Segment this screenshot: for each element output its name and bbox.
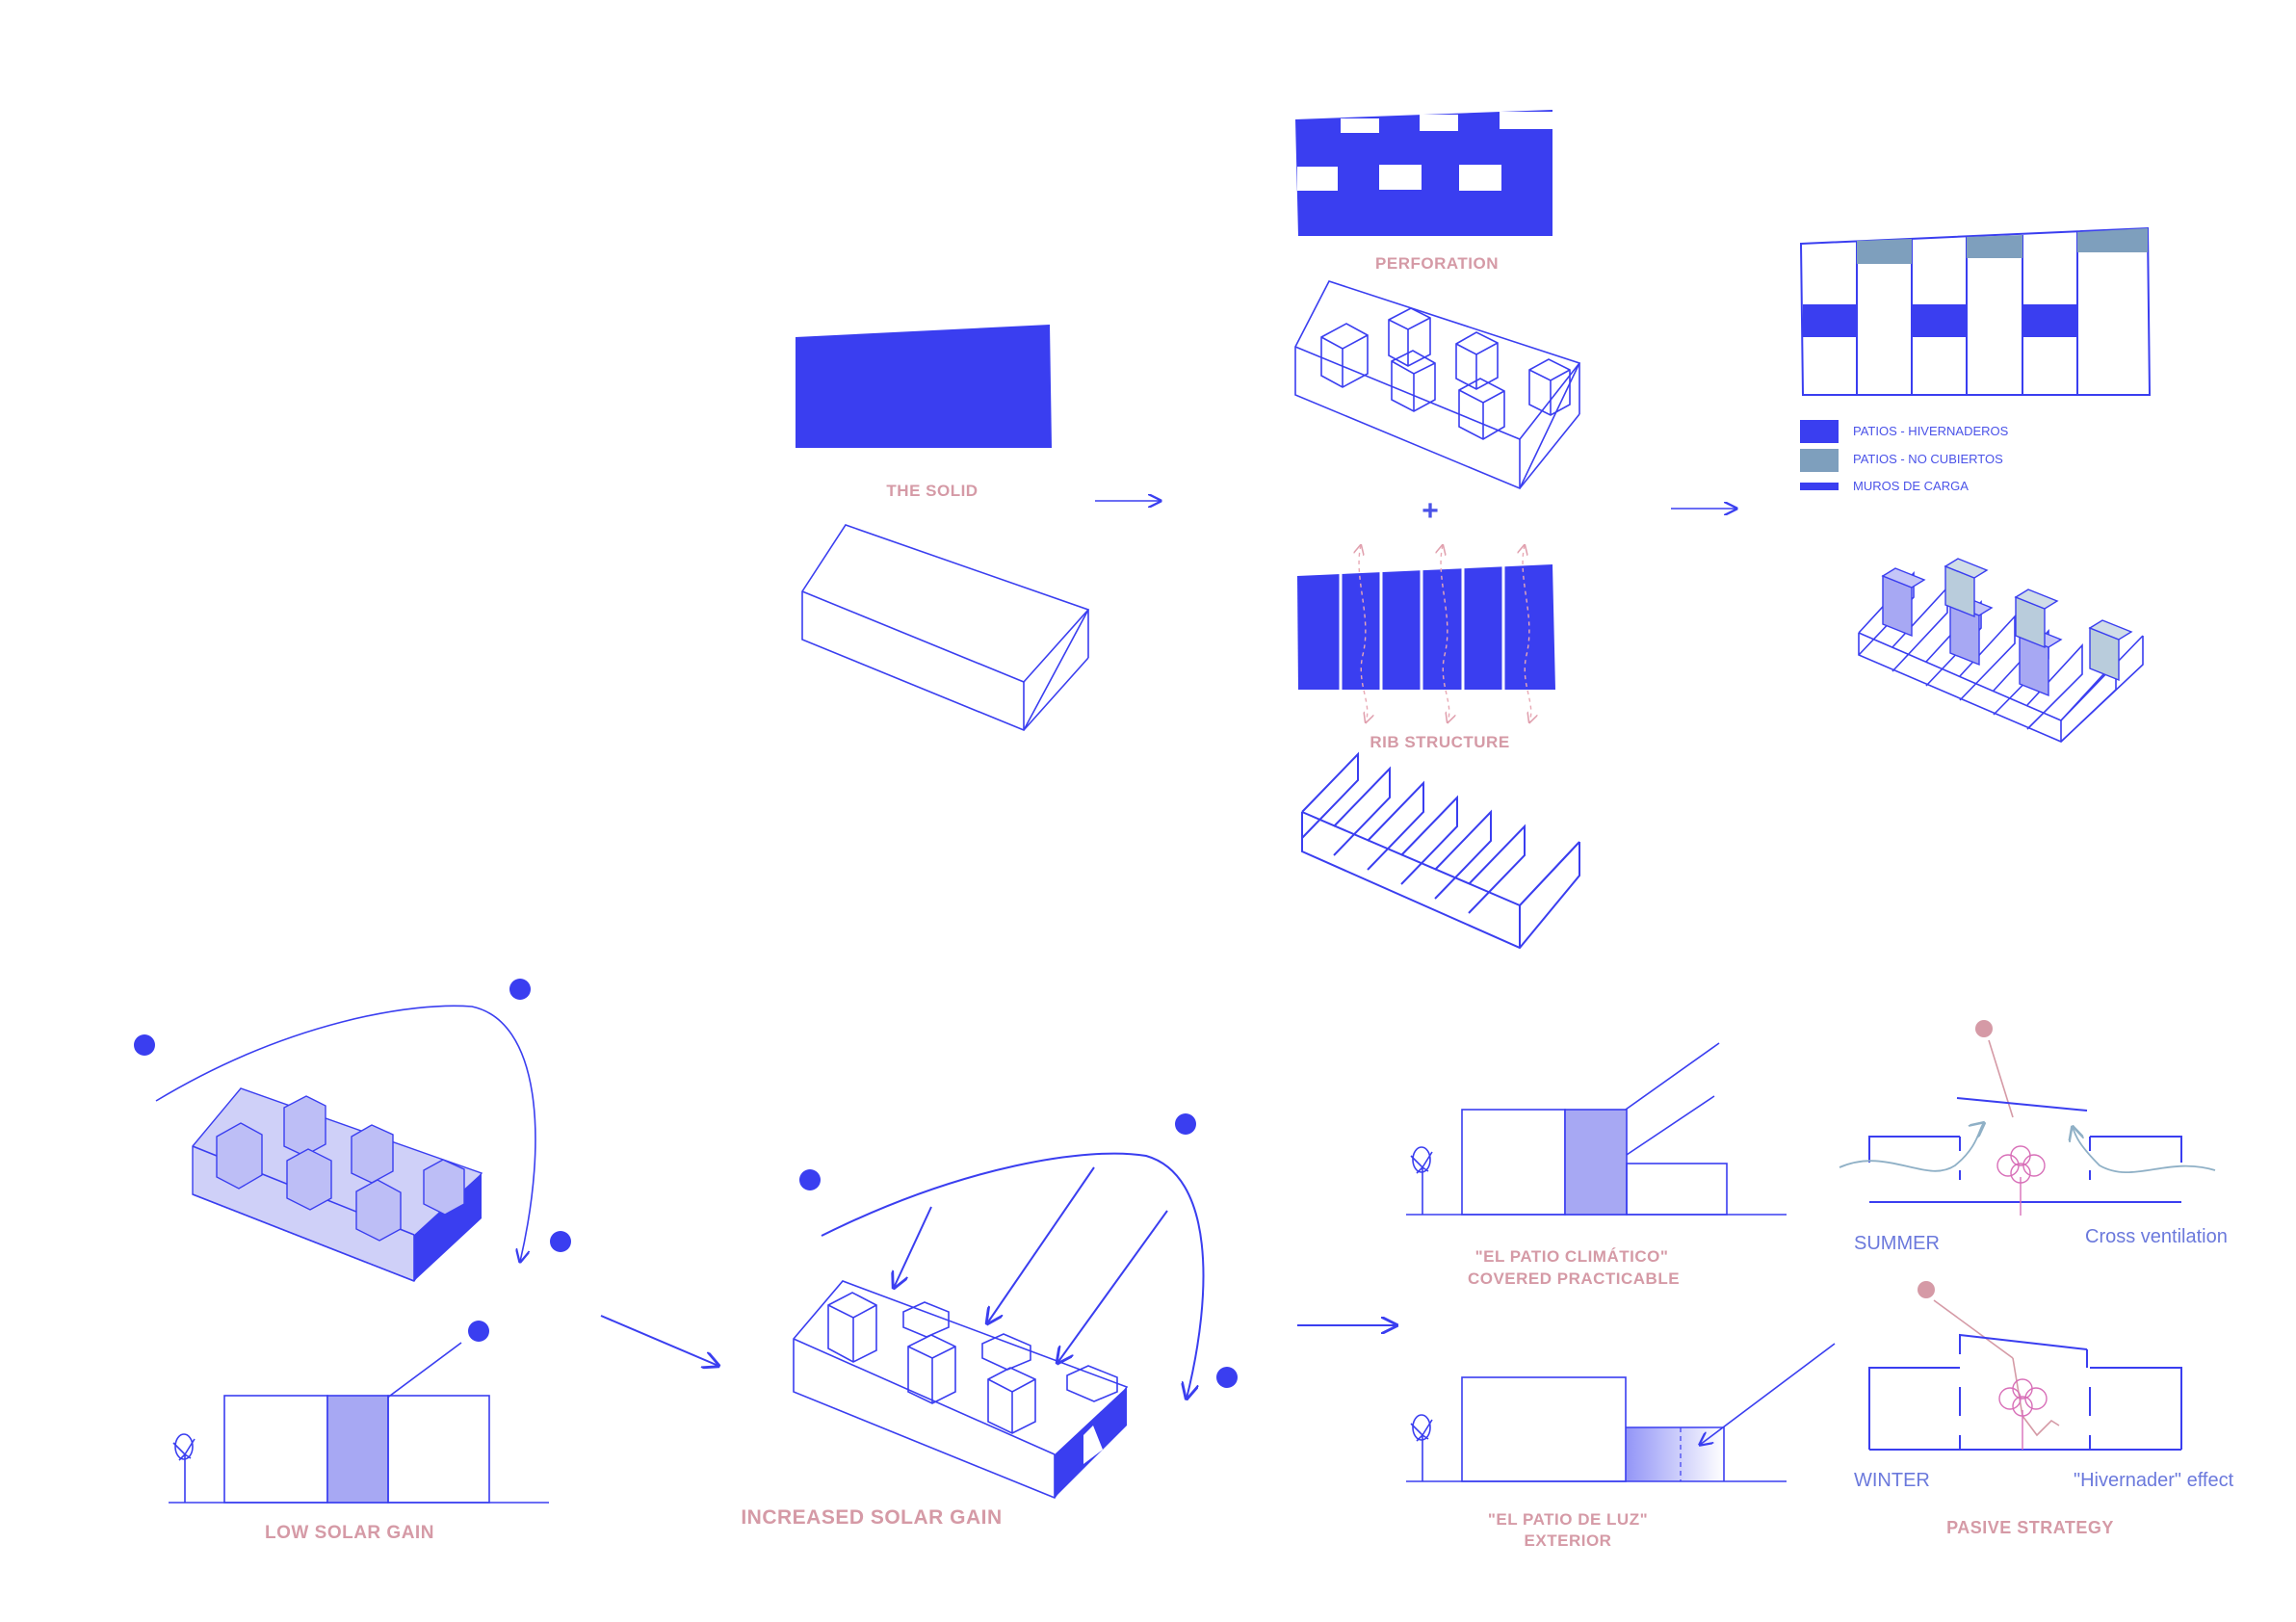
the-solid-label: THE SOLID [886, 482, 978, 500]
legend-item: MUROS DE CARGA [1800, 479, 1969, 493]
perforation-axonometric [1294, 280, 1581, 490]
low-solar-gain-label: LOW SOLAR GAIN [265, 1523, 434, 1543]
patio-climatico-section [1406, 1042, 1787, 1216]
cross-ventilation-label: Cross ventilation [2085, 1226, 2228, 1247]
the-solid-axonometric [801, 524, 1090, 732]
legend-swatch [1800, 420, 1839, 443]
rib-structure-label: RIB STRUCTURE [1370, 733, 1509, 751]
pasive-strategy-label: PASIVE STRATEGY [1946, 1518, 2114, 1537]
patio-climatico-subtitle: COVERED PRACTICABLE [1468, 1269, 1680, 1288]
tree-icon [1410, 1146, 1433, 1215]
hivernader-effect-label: "Hivernader" effect [2074, 1470, 2234, 1491]
sun-icon [1975, 1020, 1993, 1037]
sun-icon [134, 1034, 155, 1056]
tree-icon [1998, 1378, 2048, 1450]
legend-label: PATIOS - NO CUBIERTOS [1853, 452, 2003, 466]
sun-icon [1216, 1367, 1238, 1388]
rib-structure-plan [1297, 545, 1555, 722]
winter-label: WINTER [1854, 1470, 1930, 1491]
tree-icon [1996, 1145, 2046, 1216]
legend-swatch [1800, 449, 1839, 472]
patio-luz-title: "EL PATIO DE LUZ" [1488, 1510, 1648, 1529]
sun-icon [509, 979, 531, 1000]
sun-icon [468, 1321, 489, 1342]
result-plan [1799, 226, 2152, 396]
sun-icon [1918, 1281, 1935, 1298]
legend: PATIOS - HIVERNADEROS PATIOS - NO CUBIER… [1800, 420, 2009, 493]
legend-label: MUROS DE CARGA [1853, 479, 1969, 493]
legend-label: PATIOS - HIVERNADEROS [1853, 424, 2009, 438]
sun-icon [1175, 1113, 1196, 1135]
summer-label: SUMMER [1854, 1233, 1940, 1254]
patio-luz-section [1406, 1343, 1836, 1482]
winter-section [1868, 1281, 2182, 1451]
legend-swatch [1800, 483, 1839, 490]
sun-icon [799, 1169, 821, 1190]
increased-solar-gain-diagram [793, 1113, 1238, 1499]
tree-icon [172, 1433, 196, 1503]
perforation-plan [1295, 110, 1552, 236]
increased-solar-gain-label: INCREASED SOLAR GAIN [741, 1506, 1002, 1529]
tree-icon [1410, 1414, 1433, 1481]
sun-icon [550, 1231, 571, 1252]
rib-structure-axonometric [1301, 751, 1580, 950]
plus-sign: + [1422, 495, 1439, 527]
flow-arrow [600, 1315, 718, 1366]
summer-section [1839, 1020, 2216, 1216]
the-solid-plan [796, 325, 1052, 448]
patio-climatico-title: "EL PATIO CLIMÁTICO" [1475, 1247, 1669, 1266]
legend-item: PATIOS - HIVERNADEROS [1800, 420, 2009, 443]
perforation-label: PERFORATION [1375, 254, 1499, 273]
low-solar-gain-diagram [134, 979, 571, 1282]
legend-item: PATIOS - NO CUBIERTOS [1800, 449, 2003, 472]
low-solar-gain-section [169, 1321, 549, 1504]
patio-luz-subtitle: EXTERIOR [1525, 1531, 1612, 1550]
result-axonometric [1858, 558, 2144, 743]
